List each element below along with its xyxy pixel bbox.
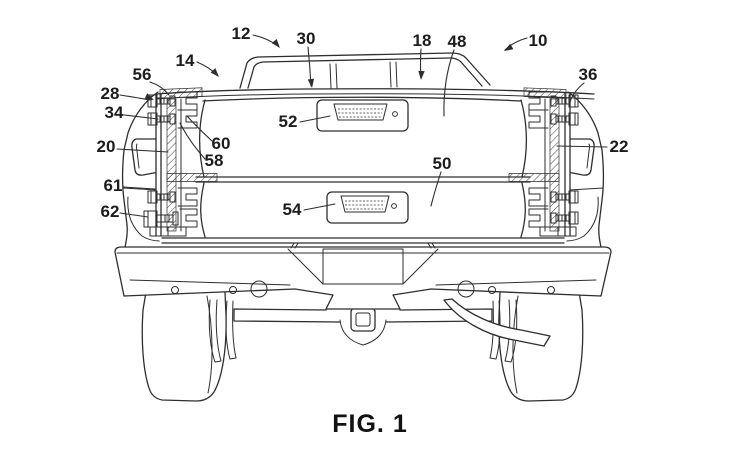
ref-label-14: 14 <box>176 51 195 70</box>
hitch-gusset <box>339 319 387 346</box>
ref-label-36: 36 <box>579 65 598 84</box>
ref-label-52: 52 <box>279 112 298 131</box>
right-wheel <box>498 291 584 402</box>
ref-label-12: 12 <box>232 24 251 43</box>
ref-label-48: 48 <box>448 32 467 51</box>
ref-label-30: 30 <box>297 29 316 48</box>
gate-bottom-edges <box>161 237 565 244</box>
underbody <box>208 298 551 363</box>
right-spring-shackles <box>489 299 518 363</box>
reference-numerals: 10 12 14 18 30 48 36 56 28 34 20 61 62 6… <box>97 24 629 221</box>
leader-58 <box>179 122 206 160</box>
hitch-receiver-opening <box>355 312 371 327</box>
leader-22 <box>556 145 608 148</box>
arrowhead-30 <box>307 78 316 89</box>
left-wheel-arch <box>127 196 161 242</box>
ref-label-50: 50 <box>433 154 452 173</box>
tailgate-assembly <box>143 87 595 244</box>
right-post-hatch-strip <box>549 98 560 232</box>
lower-tailgate-handle <box>326 191 409 224</box>
rear-window-dividers <box>329 61 398 89</box>
ref-label-10: 10 <box>529 31 548 50</box>
bumper-insert-left <box>250 280 268 298</box>
left-bolt-large <box>143 208 198 228</box>
lower-handle-keyhole <box>391 203 397 209</box>
leader-36 <box>569 82 585 103</box>
truck-cab <box>239 52 491 89</box>
ref-label-22: 22 <box>610 137 629 156</box>
split-hatch-right <box>508 173 560 182</box>
ref-label-20: 20 <box>97 137 116 156</box>
ref-label-62: 62 <box>101 202 120 221</box>
ref-label-18: 18 <box>413 31 432 50</box>
ref-label-54: 54 <box>283 200 302 219</box>
bumper-hole-small-left-inner <box>229 286 237 294</box>
upper-handle-keyhole <box>392 111 398 117</box>
left-fender-outline <box>121 91 159 248</box>
right-wheel-arch <box>565 196 599 242</box>
rail-hatch-left <box>159 87 203 99</box>
left-spring-shackles <box>208 299 237 363</box>
bumper-hole-small-right-inner <box>488 286 496 294</box>
bumper-insert-right <box>457 280 475 298</box>
exhaust-pipe <box>443 298 551 347</box>
left-tire-sidewall <box>206 295 213 394</box>
left-taillight-inner <box>136 143 140 169</box>
gate-top-edge <box>202 96 522 102</box>
ref-label-28: 28 <box>101 84 120 103</box>
bumper-hole-small-right-outer <box>547 286 555 294</box>
rear-bumper <box>114 231 612 310</box>
split-hatch-left <box>166 173 218 182</box>
gate-split-lines <box>195 176 531 183</box>
arrowhead-18 <box>417 70 425 81</box>
right-fender-outline <box>567 91 605 248</box>
leader-61 <box>122 186 156 190</box>
right-tire-outline <box>498 291 584 402</box>
license-plate-recess <box>322 248 404 285</box>
gate-right-edge <box>520 99 528 238</box>
leader-50 <box>430 171 442 207</box>
gate-left-edge <box>198 99 206 238</box>
bumper-outline <box>114 246 612 310</box>
leader-56 <box>149 81 170 96</box>
left-post-hatch-strip <box>166 98 177 232</box>
left-body-ledge <box>122 187 158 191</box>
ref-label-60: 60 <box>212 134 231 153</box>
leader-lines <box>116 34 608 218</box>
upper-tailgate-handle <box>316 99 409 132</box>
rail-hatch-right <box>523 87 567 99</box>
ref-label-34: 34 <box>105 103 124 122</box>
figure-caption: FIG. 1 <box>332 410 407 438</box>
cab-roof-outer <box>239 52 491 89</box>
cab-roof-inner <box>247 57 483 89</box>
hitch-crossbar <box>233 308 493 323</box>
leader-60 <box>186 115 213 142</box>
license-recess-braces <box>287 248 439 285</box>
leader-62 <box>119 212 149 218</box>
left-post-lines <box>155 93 162 237</box>
left-post-foot <box>149 226 187 237</box>
left-tire-outline <box>141 291 227 402</box>
ref-label-58: 58 <box>205 151 224 170</box>
leader-52 <box>299 115 331 123</box>
leader-34 <box>123 114 159 120</box>
arrowhead-12 <box>271 39 283 51</box>
left-wheel <box>141 291 227 402</box>
right-post-foot <box>539 226 577 237</box>
bumper-face-creases <box>129 279 597 286</box>
right-taillight-inner <box>586 143 590 169</box>
right-body-ledge <box>568 187 604 191</box>
arrowhead-14 <box>210 68 222 80</box>
leader-54 <box>303 203 336 211</box>
ref-label-56: 56 <box>133 65 152 84</box>
bumper-hole-small-left-outer <box>171 286 179 294</box>
hitch-receiver <box>350 307 376 332</box>
leader-20 <box>116 148 169 153</box>
leader-28 <box>119 94 151 101</box>
tailgate-backfill <box>156 94 570 243</box>
leader-48 <box>443 49 455 117</box>
ref-label-61: 61 <box>104 176 123 195</box>
